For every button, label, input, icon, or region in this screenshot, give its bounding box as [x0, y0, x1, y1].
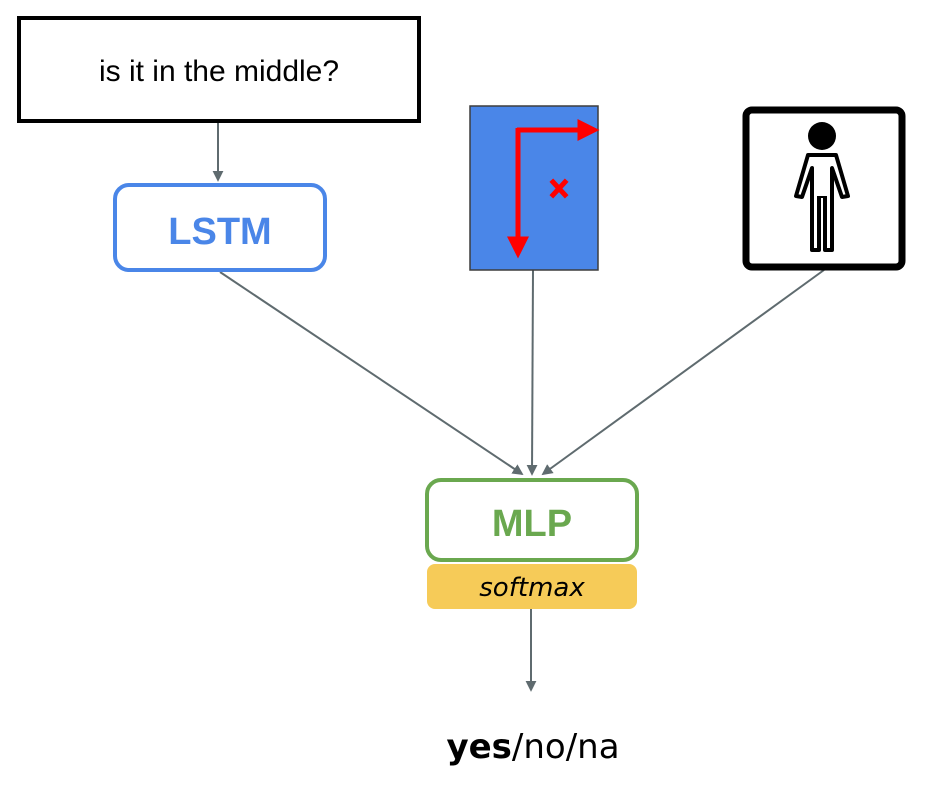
softmax-label: softmax [479, 573, 585, 603]
output-answer-yes: yes [446, 727, 511, 767]
connectors [212, 121, 825, 692]
output-answer-rest: /no/na [512, 727, 620, 767]
softmax-bar: softmax [427, 564, 637, 609]
x-mark-icon [549, 178, 569, 199]
mlp-box: MLP [425, 478, 639, 562]
arrow-spatial-to-mlp [526, 269, 538, 476]
spatial-location-input [469, 105, 600, 271]
question-box: is it in the middle? [17, 16, 421, 123]
mlp-label: MLP [492, 503, 572, 545]
arrow-image-to-mlp [541, 269, 825, 476]
lstm-label: LSTM [168, 211, 271, 253]
image-input [742, 106, 906, 271]
output-answers: yes/no/na [446, 727, 619, 767]
stick-figure-icon [794, 122, 850, 252]
question-text: is it in the middle? [99, 55, 339, 88]
lstm-box: LSTM [113, 183, 327, 272]
arrow-lstm-to-mlp [219, 271, 524, 476]
